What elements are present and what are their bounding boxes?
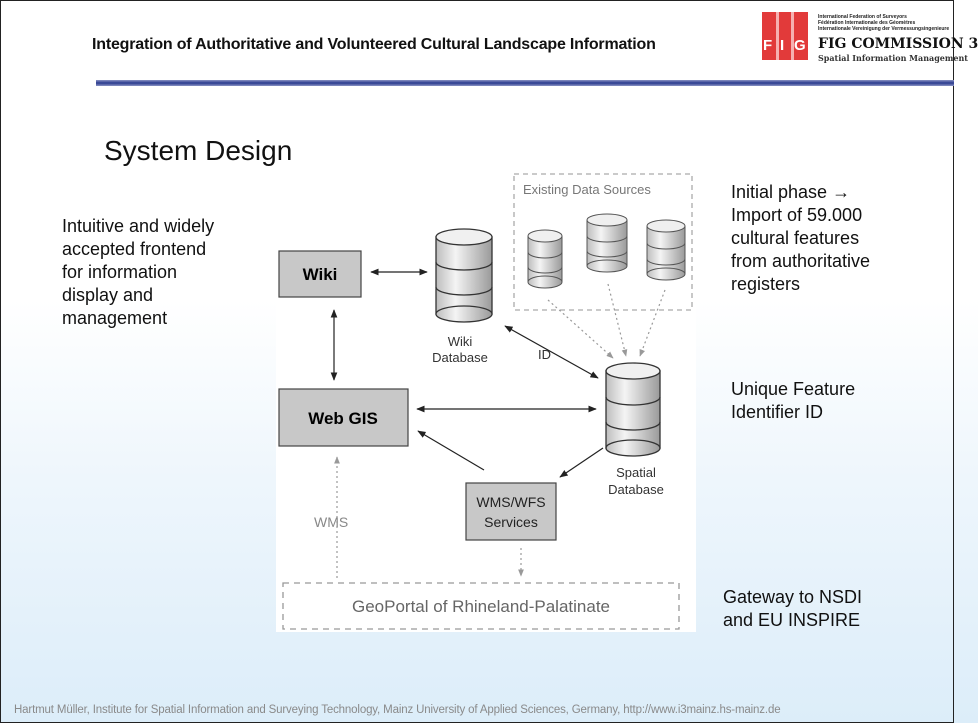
webgis-label: Web GIS [308, 409, 378, 428]
source3-import-arrow [639, 289, 666, 357]
source2-import-arrow [607, 283, 628, 357]
fig-logo: F I G [762, 12, 808, 60]
fig-federation-names: International Federation of Surveyors Fé… [818, 14, 950, 32]
source-db-3-icon [646, 219, 686, 281]
fig-commission: FIG COMMISSION 3 [818, 36, 978, 52]
svg-text:G: G [794, 37, 806, 54]
webgis-box [278, 388, 409, 447]
wiki-box [278, 250, 362, 298]
spatial-database-label-1: Spatial [616, 465, 656, 480]
initial-phase-note: Initial phase → Import of 59.000 cultura… [731, 182, 871, 294]
header-title: Integration of Authoritative and Volunte… [92, 36, 656, 53]
source-db-2-icon [586, 213, 628, 273]
fig-commission-subtitle: Spatial Information Management [818, 53, 968, 63]
unique-id-note: Unique Feature Identifier ID [731, 379, 856, 422]
id-label: ID [538, 347, 551, 362]
wiki-database-label-1: Wiki [448, 334, 473, 349]
wms-wfs-label-2: Services [484, 514, 538, 530]
wmswfs-webgis-arrow [417, 430, 485, 471]
slide-title: System Design [104, 135, 293, 166]
frontend-note: Intuitive and widely accepted frontend f… [62, 216, 215, 328]
footer-credit: Hartmut Müller, Institute for Spatial In… [14, 704, 781, 716]
svg-text:F: F [763, 37, 772, 54]
wiki-label: Wiki [303, 265, 338, 284]
geoportal-box [282, 582, 680, 630]
existing-sources-box [513, 173, 693, 311]
wikidb-spatialdb-arrow [504, 325, 599, 379]
svg-text:I: I [780, 37, 784, 54]
gateway-note: Gateway to NSDI and EU INSPIRE [723, 587, 863, 630]
spatial-database-icon [605, 362, 661, 457]
system-diagram: Existing Data Sources Wiki Wiki Database… [278, 173, 693, 630]
geoportal-label: GeoPortal of Rhineland-Palatinate [352, 597, 610, 616]
header-rule [96, 80, 954, 86]
source-db-1-icon [527, 229, 563, 289]
existing-sources-label: Existing Data Sources [523, 182, 651, 197]
wms-wfs-label-1: WMS/WFS [476, 494, 545, 510]
wms-label: WMS [314, 514, 348, 530]
wiki-database-icon [435, 228, 493, 323]
wiki-database-label-2: Database [432, 350, 488, 365]
spatialdb-wmswfs-arrow [559, 447, 604, 478]
wms-wfs-box [465, 482, 557, 541]
spatial-database-label-2: Database [608, 482, 664, 497]
